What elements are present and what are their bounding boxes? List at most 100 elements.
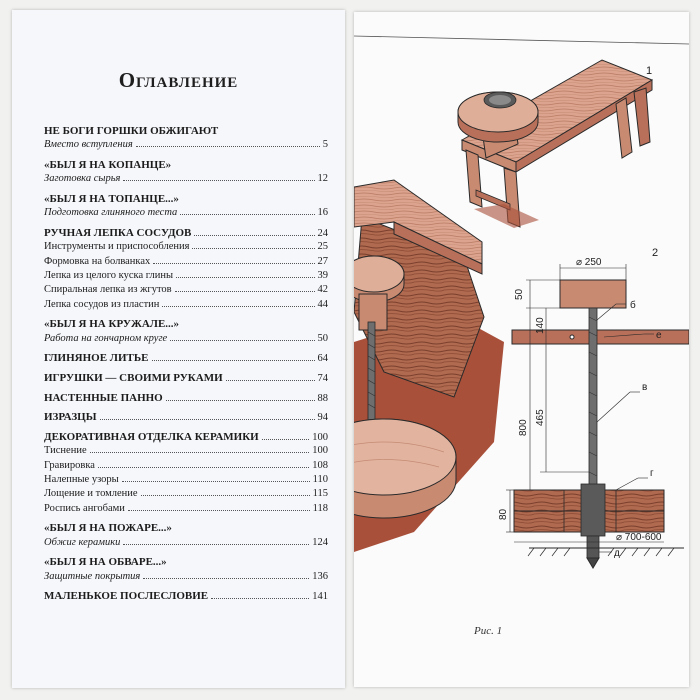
- toc-leader-dots: [261, 438, 310, 440]
- toc-entry-text: Тиснение: [44, 445, 87, 457]
- toc-page-number: 124: [312, 536, 328, 548]
- toc-entry-text: Заготовка сырья: [44, 173, 121, 185]
- toc-entry-text: Лепка из целого куска глины: [44, 270, 174, 282]
- toc-entry-text: Налепные узоры: [44, 473, 119, 485]
- toc-entry-text: Формовка на болванках: [44, 255, 151, 267]
- toc-leader-dots: [180, 214, 315, 216]
- toc-entry: «БЫЛ Я НА ТОПАНЦЕ...»: [44, 193, 328, 207]
- toc-entry-text: Работа на гончарном круге: [44, 332, 168, 344]
- toc-leader-dots: [127, 509, 310, 511]
- toc-page-number: 24: [317, 227, 329, 239]
- toc-leader-dots: [176, 277, 315, 279]
- dim-800: 800: [518, 419, 529, 436]
- toc-leader-dots: [194, 234, 315, 236]
- toc-leader-dots: [123, 180, 315, 182]
- wheel-closeup: [354, 179, 504, 552]
- frame-line: [354, 35, 689, 45]
- toc-page-number: 5: [322, 139, 328, 151]
- toc-entry-text: Гравировка: [44, 459, 95, 471]
- dim-50: 50: [514, 288, 525, 300]
- toc-leader-dots: [140, 495, 310, 497]
- toc-entry: Гравировка 108: [44, 460, 328, 474]
- toc-entry-text: МАЛЕНЬКОЕ ПОСЛЕСЛОВИЕ: [44, 590, 209, 603]
- toc-entry: Налепные узоры 110: [44, 474, 328, 488]
- toc-entry-text: НЕ БОГИ ГОРШКИ ОБЖИГАЮТ: [44, 125, 219, 137]
- dim-140: 140: [535, 317, 546, 334]
- toc-page-number: 64: [317, 353, 329, 365]
- toc-entry-text: РУЧНАЯ ЛЕПКА СОСУДОВ: [44, 226, 192, 239]
- toc-list: НЕ БОГИ ГОРШКИ ОБЖИГАЮТ Вместо вступления…: [44, 125, 328, 605]
- section-drawing: [506, 264, 689, 569]
- toc-entry: Лепка из целого куска глины 39: [44, 270, 328, 284]
- toc-entry-text: Лепка сосудов из пластин: [44, 298, 160, 310]
- toc-entry: Работа на гончарном круге 50: [44, 333, 328, 347]
- toc-entry: РУЧНАЯ ЛЕПКА СОСУДОВ 24: [44, 227, 328, 241]
- dim-80: 80: [498, 508, 509, 520]
- toc-entry-text: «БЫЛ Я НА КОПАНЦЕ»: [44, 158, 172, 171]
- label-b: б: [630, 299, 636, 311]
- toc-page-number: 100: [312, 431, 328, 443]
- toc-title: Оглавление: [118, 68, 239, 92]
- toc-leader-dots: [123, 543, 310, 545]
- toc-leader-dots: [89, 452, 310, 454]
- dim-top-diameter: ⌀ 250: [576, 257, 602, 268]
- toc-entry-text: «БЫЛ Я НА ТОПАНЦЕ...»: [44, 192, 179, 205]
- toc-entry-text: «БЫЛ Я НА ОБВАРЕ...»: [44, 556, 167, 569]
- toc-page-number: 12: [317, 173, 329, 185]
- illustration-page: 1: [354, 12, 689, 687]
- toc-leader-dots: [135, 146, 320, 148]
- toc-entry-text: Инструменты и приспособления: [44, 241, 190, 253]
- toc-page-number: 27: [317, 255, 329, 267]
- toc-page-number: 108: [312, 459, 328, 471]
- toc-entry-text: Обжиг керамики: [44, 536, 121, 548]
- toc-page-number: 50: [317, 332, 329, 344]
- toc-entry-text: ДЕКОРАТИВНАЯ ОТДЕЛКА КЕРАМИКИ: [44, 430, 259, 443]
- toc-leader-dots: [99, 419, 315, 421]
- toc-leader-dots: [170, 339, 315, 341]
- toc-page: Оглавление НЕ БОГИ ГОРШКИ ОБЖИГАЮТ Вместо…: [12, 10, 345, 688]
- toc-entry: «БЫЛ Я НА КРУЖАЛЕ...»: [44, 318, 328, 332]
- figure-caption: Рис. 1: [473, 625, 502, 637]
- toc-entry: МАЛЕНЬКОЕ ПОСЛЕСЛОВИЕ 141: [44, 590, 328, 604]
- part1-label: 1: [646, 65, 652, 77]
- toc-leader-dots: [162, 305, 315, 307]
- toc-entry: «БЫЛ Я НА ОБВАРЕ...»: [44, 556, 328, 570]
- toc-page-number: 118: [312, 502, 328, 514]
- toc-leader-dots: [97, 466, 310, 468]
- toc-entry: НЕ БОГИ ГОРШКИ ОБЖИГАЮТ: [44, 125, 328, 139]
- toc-page-number: 141: [312, 591, 328, 603]
- toc-entry: ДЕКОРАТИВНАЯ ОТДЕЛКА КЕРАМИКИ 100: [44, 431, 328, 445]
- label-d: д: [614, 548, 620, 559]
- toc-leader-dots: [153, 262, 315, 264]
- toc-entry: «БЫЛ Я НА КОПАНЦЕ»: [44, 159, 328, 173]
- toc-entry-text: ИГРУШКИ — СВОИМИ РУКАМИ: [44, 371, 223, 384]
- toc-page-number: 39: [317, 270, 329, 282]
- toc-entry-text: Лощение и томление: [44, 488, 138, 500]
- potters-wheel-illustration: 1: [354, 35, 689, 637]
- label-g: г: [650, 468, 654, 479]
- toc-entry-text: НАСТЕННЫЕ ПАННО: [44, 391, 163, 404]
- toc-entry: ИГРУШКИ — СВОИМИ РУКАМИ 74: [44, 372, 328, 386]
- toc-leader-dots: [143, 577, 310, 579]
- label-v: в: [642, 382, 647, 393]
- toc-page-number: 94: [317, 412, 329, 424]
- toc-page-number: 74: [317, 372, 329, 384]
- toc-leader-dots: [151, 360, 315, 362]
- toc-page-number: 42: [317, 284, 329, 296]
- toc-page-number: 110: [312, 473, 328, 485]
- toc-leader-dots: [211, 598, 310, 600]
- toc-entry: Заготовка сырья 12: [44, 173, 328, 187]
- toc-entry-text: «БЫЛ Я НА КРУЖАЛЕ...»: [44, 318, 180, 331]
- toc-entry-text: «БЫЛ Я НА ПОЖАРЕ...»: [44, 522, 172, 535]
- toc-leader-dots: [225, 379, 315, 381]
- toc-entry-text: Защитные покрытия: [44, 570, 141, 582]
